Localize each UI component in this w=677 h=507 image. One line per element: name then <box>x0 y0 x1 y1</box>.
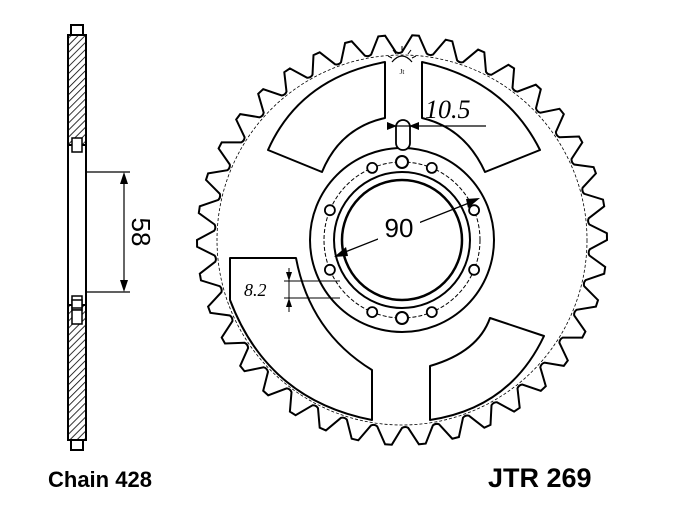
bolt-hole <box>323 263 336 276</box>
chain-caption: Chain 428 <box>48 467 152 492</box>
dim-90-label: 90 <box>385 213 414 243</box>
dim-10-5-arrow-right <box>409 122 419 130</box>
part-number-caption: JTR 269 <box>488 463 592 493</box>
dim-58-arrow-top <box>120 172 128 184</box>
cutout-window <box>267 61 386 173</box>
top-marking-symbol: Jt <box>387 46 417 76</box>
mounting-hole <box>395 155 409 169</box>
svg-text:Jt: Jt <box>400 68 405 76</box>
dim-8-2-label: 8.2 <box>244 280 267 300</box>
bolt-hole <box>425 161 438 174</box>
root-circle <box>216 54 588 426</box>
dim-90-arrow-left <box>334 247 348 257</box>
profile-hub <box>67 144 87 306</box>
cutout-window <box>229 257 373 421</box>
bolt-holes <box>323 155 481 325</box>
profile-bottom-tip <box>70 439 84 451</box>
profile-notch-mid <box>71 309 83 325</box>
bolt-hole <box>323 204 336 217</box>
bolt-hole <box>468 263 481 276</box>
bolt-hole <box>468 204 481 217</box>
dim-8-2-arrow-top <box>286 272 292 281</box>
dim-58-arrow-bottom <box>120 280 128 292</box>
dim-90-arrow-right <box>466 198 480 208</box>
profile-notch-upper-2 <box>71 299 83 309</box>
top-slot <box>395 119 411 151</box>
bolt-hole <box>366 161 379 174</box>
profile-upper-section <box>67 34 87 146</box>
cutout-window <box>429 317 545 421</box>
dim-10-5-label: 10.5 <box>425 95 471 124</box>
side-profile-view: 58 <box>67 24 156 451</box>
dim-58-label: 58 <box>126 218 156 247</box>
profile-notch-upper <box>71 137 83 153</box>
mounting-hole <box>395 311 409 325</box>
dim-8-2-arrow-bottom <box>286 298 292 307</box>
bolt-hole <box>425 306 438 319</box>
profile-top-tip <box>70 24 84 36</box>
profile-lower-section <box>67 304 87 441</box>
dim-10-5-arrow-left <box>387 122 397 130</box>
bolt-hole <box>366 306 379 319</box>
front-view: Jt 10.5 90 8.2 <box>195 34 609 446</box>
